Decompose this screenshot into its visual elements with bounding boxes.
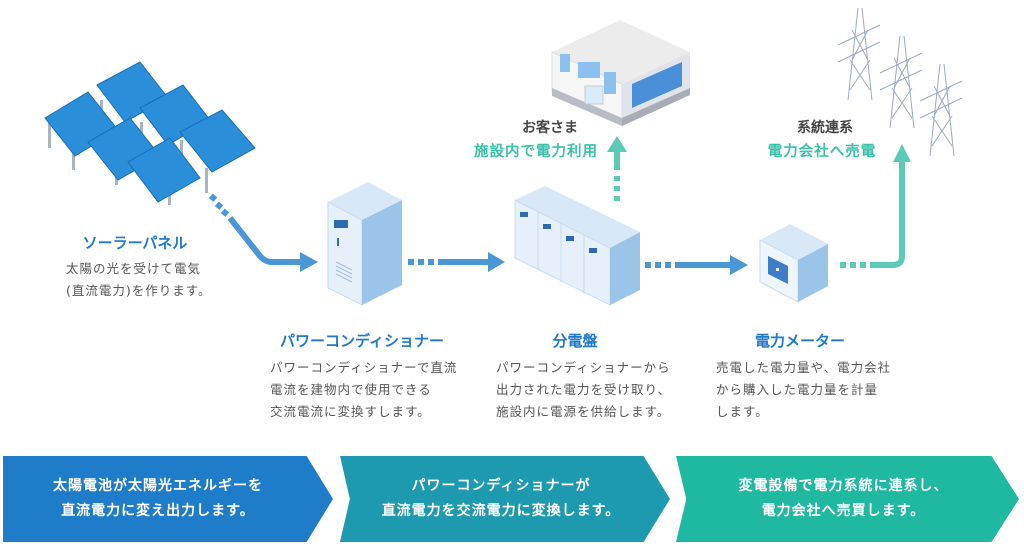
desc-line: 売電した電力量や、電力会社 <box>716 360 892 375</box>
sell-to-utility-label: 電力会社へ売電 <box>767 144 877 160</box>
banner-step-3: 変電設備で電力系統に連系し、 電力会社へ売買します。 <box>676 456 1019 542</box>
desc-line: パワーコンディショナーで直流 <box>270 360 458 375</box>
power-conditioner-icon <box>327 182 402 306</box>
desc-line: 施設内に電源を供給します。 <box>496 404 671 419</box>
step-title-power-conditioner: パワーコンディショナー <box>280 332 444 350</box>
power-meter-icon <box>759 224 828 303</box>
banner-line: 太陽電池が太陽光エネルギーを <box>53 478 263 494</box>
step-title-power-meter: 電力メーター <box>754 332 845 350</box>
flow-arrow-meter-to-grid <box>840 144 911 268</box>
desc-line: 電流を建物内で使用できる <box>270 382 432 397</box>
grid-connection-label: 系統連系 <box>797 120 853 136</box>
desc-line: (直流電力)を作ります。 <box>66 283 212 298</box>
customer-label: お客さま <box>522 120 578 136</box>
step-title-solar-panel: ソーラーパネル <box>82 234 188 252</box>
desc-line: 出力された電力を受け取り、 <box>496 382 672 397</box>
banner-line: 直流電力に変え出力します。 <box>61 503 255 519</box>
desc-line: 交流電流に変換すします。 <box>270 404 431 419</box>
banner-step-2: パワーコンディショナーが 直流電力を交流電力に変換します。 <box>340 456 670 542</box>
step-desc-power-conditioner: パワーコンディショナーで直流 電流を建物内で使用できる 交流電流に変換すします。 <box>270 357 457 423</box>
flow-arrow-board-to-meter <box>645 255 748 275</box>
desc-line: パワーコンディショナーから <box>496 360 671 375</box>
desc-line: から購入した電力量を計量 <box>716 382 879 397</box>
banner-line: パワーコンディショナーが <box>411 478 591 494</box>
banner-step-1: 太陽電池が太陽光エネルギーを 直流電力に変え出力します。 <box>3 456 333 542</box>
banner-line: 電力会社へ売買します。 <box>761 503 926 519</box>
desc-line: します。 <box>716 404 769 419</box>
flow-arrow-solar-to-pcs <box>208 193 318 272</box>
building-icon <box>551 20 690 126</box>
banner-line: 直流電力を交流電力に変換します。 <box>381 503 621 519</box>
banner-line: 変電設備で電力系統に連系し、 <box>738 478 949 494</box>
flow-arrow-pcs-to-board <box>408 252 505 272</box>
desc-line: 太陽の光を受けて電気 <box>66 261 202 276</box>
step-desc-power-meter: 売電した電力量や、電力会社 から購入した電力量を計量 します。 <box>716 357 891 423</box>
customer-usage-label: 施設内で電力利用 <box>474 144 598 160</box>
step-title-distribution-board: 分電盤 <box>552 332 598 350</box>
flow-arrow-board-to-building <box>607 136 627 201</box>
step-desc-solar-panel: 太陽の光を受けて電気 (直流電力)を作ります。 <box>66 258 212 302</box>
step-desc-distribution-board: パワーコンディショナーから 出力された電力を受け取り、 施設内に電源を供給します… <box>496 357 671 423</box>
transmission-tower-icon <box>837 7 963 157</box>
solar-panel-icon <box>44 61 256 205</box>
distribution-board-icon <box>514 186 640 306</box>
